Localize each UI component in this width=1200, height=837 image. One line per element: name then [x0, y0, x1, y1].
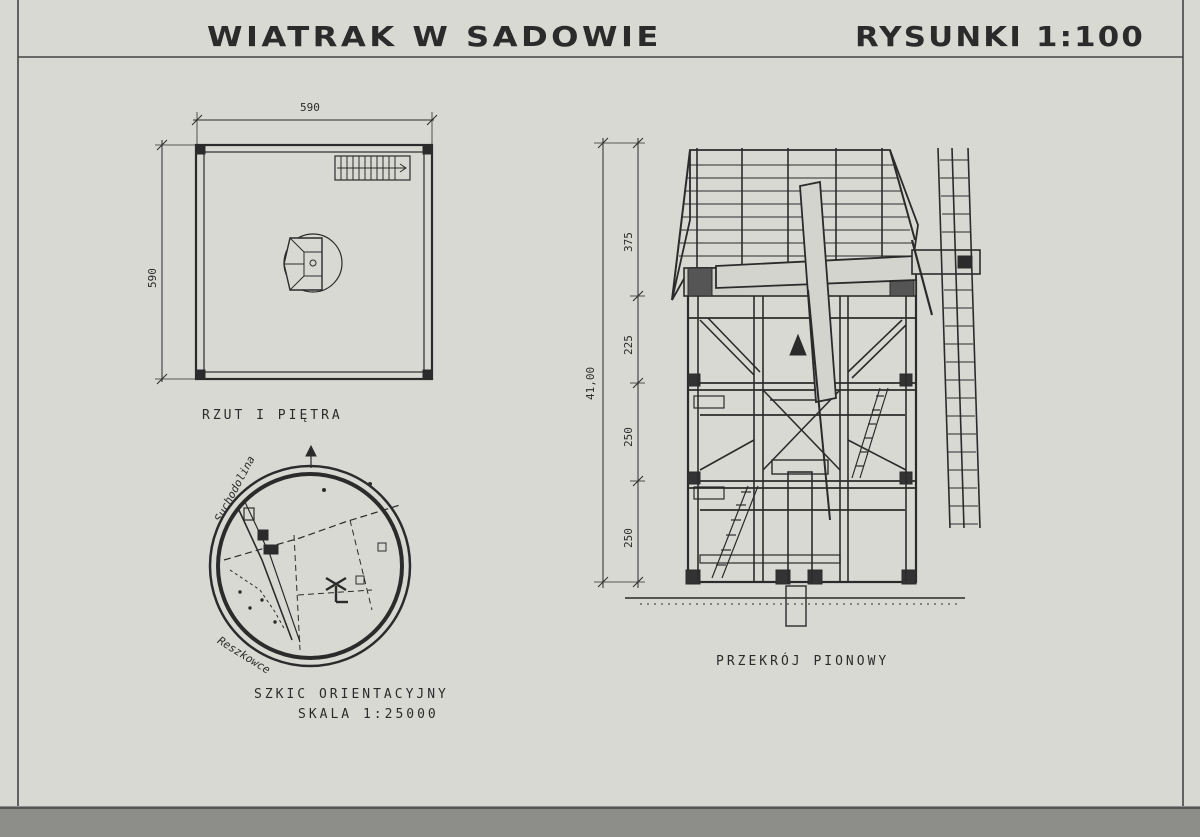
sheet-title: WIATRAK W SADOWIE: [207, 20, 662, 53]
bottom-scan-shadow: [0, 806, 1200, 837]
section-dim-upper-floor: 225: [622, 335, 635, 355]
drawings-scale-label: RYSUNKI 1:100: [855, 20, 1146, 53]
section-dim-middle-floor: 250: [622, 427, 635, 447]
section-total-height: 41,00: [584, 366, 597, 400]
section-dim-ground-floor: 250: [622, 528, 635, 548]
orientation-sketch-caption: SZKIC ORIENTACYJNY: [254, 687, 449, 702]
floor-plan-caption: RZUT I PIĘTRA: [202, 408, 343, 423]
floor-plan: [155, 112, 438, 385]
orientation-map: [208, 444, 412, 668]
vertical-section: [594, 137, 981, 627]
plan-width-dimension: 590: [300, 101, 320, 114]
orientation-sketch-scale: SKALA 1:25000: [298, 707, 439, 722]
section-caption: PRZEKRÓJ PIONOWY: [716, 654, 890, 669]
section-dim-roof: 375: [622, 232, 635, 252]
plan-depth-dimension: 590: [146, 268, 159, 288]
